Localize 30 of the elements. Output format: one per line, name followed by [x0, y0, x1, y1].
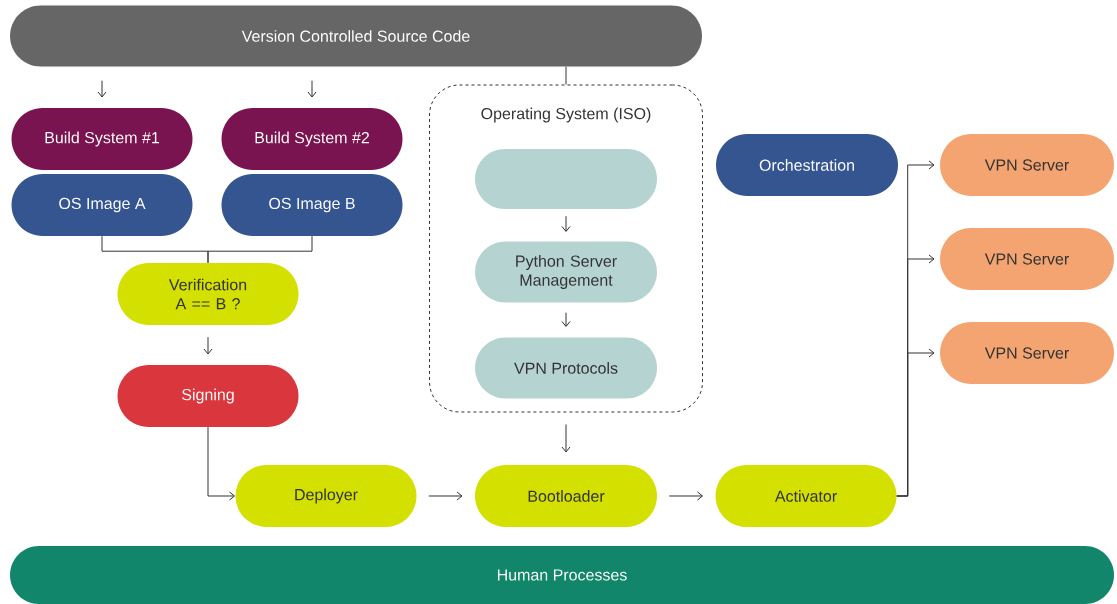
- arrow: [428, 491, 463, 501]
- arrow: [207, 426, 235, 501]
- arrow: [561, 424, 571, 453]
- arrow: [561, 215, 571, 232]
- process-box: Signing: [117, 365, 299, 427]
- arrow: [203, 336, 213, 355]
- process-box: Deployer: [235, 465, 417, 527]
- source-code-bar: Version Controlled Source Code: [10, 5, 702, 67]
- connector-line: [565, 66, 567, 85]
- process-box: Bootloader: [475, 465, 657, 527]
- build-box: Build System #1: [11, 108, 193, 170]
- process-box: Orchestration: [716, 134, 898, 196]
- arrow: [896, 348, 935, 497]
- image-box: OS Image A: [11, 174, 193, 236]
- component-box: [475, 149, 657, 209]
- process-bar: Human Processes: [10, 546, 1114, 604]
- arrow: [561, 312, 571, 327]
- arrow: [97, 80, 107, 98]
- build-box: Build System #2: [221, 108, 403, 170]
- server-box: VPN Server: [940, 228, 1114, 290]
- process-box: Verification A == B ?: [117, 263, 299, 325]
- connector-line: [207, 235, 313, 264]
- server-box: VPN Server: [940, 322, 1114, 384]
- image-box: OS Image B: [221, 174, 403, 236]
- component-box: VPN Protocols: [475, 337, 657, 399]
- arrow: [307, 80, 317, 98]
- arrow: [668, 491, 703, 501]
- process-box: Activator: [715, 465, 897, 527]
- server-box: VPN Server: [940, 134, 1114, 196]
- component-box: Python Server Management: [475, 241, 657, 303]
